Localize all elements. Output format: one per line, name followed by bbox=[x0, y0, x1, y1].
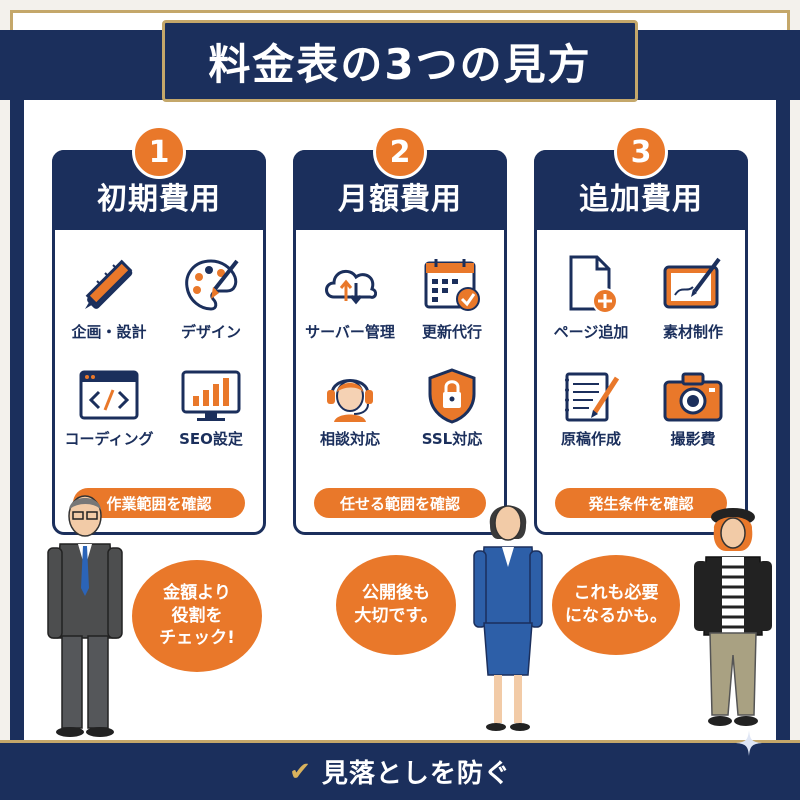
item-design: デザイン bbox=[161, 253, 261, 342]
confirm-conditions-button[interactable]: 発生条件を確認 bbox=[555, 488, 727, 518]
page-add-icon bbox=[569, 255, 618, 314]
item-seo: SEO設定 bbox=[161, 368, 261, 449]
item-label: SSL対応 bbox=[421, 430, 483, 448]
confirm-delegation-button[interactable]: 任せる範囲を確認 bbox=[314, 488, 486, 518]
item-label: 相談対応 bbox=[319, 430, 380, 448]
shield-lock-icon bbox=[428, 368, 476, 424]
card-monthly-cost: 月額費用 2 サーバー管理 更新代行 bbox=[293, 125, 507, 535]
bubble-line: これも必要 bbox=[573, 583, 659, 604]
camera-icon bbox=[663, 372, 723, 422]
bubble-line: 役割を bbox=[171, 605, 223, 626]
item-label: 原稿作成 bbox=[560, 430, 621, 448]
page-title: 料金表の3つの見方 bbox=[162, 20, 638, 102]
businessman-illustration bbox=[47, 495, 123, 737]
bubble-line: チェック! bbox=[159, 628, 235, 649]
item-update: 更新代行 bbox=[402, 253, 502, 342]
cloud-sync-icon bbox=[325, 269, 378, 305]
footer-text: 見落としを防ぐ bbox=[321, 759, 511, 789]
headset-operator-icon bbox=[327, 379, 373, 422]
bubble-line: 公開後も bbox=[362, 583, 430, 604]
item-label: コーディング bbox=[64, 430, 154, 448]
speech-bubble-center: 公開後も 大切です。 bbox=[336, 555, 456, 655]
speech-bubble-left: 金額より 役割を チェック! bbox=[132, 560, 262, 672]
item-server: サーバー管理 bbox=[300, 253, 400, 342]
card-additional-cost: 追加費用 3 ページ追加 素材制作 bbox=[534, 125, 748, 535]
item-consult: 相談対応 bbox=[300, 368, 400, 449]
bubble-line: 大切です。 bbox=[354, 606, 438, 626]
number-badge: 1 bbox=[132, 125, 186, 179]
calendar-check-icon bbox=[424, 259, 480, 311]
sparkle-icon bbox=[736, 730, 762, 756]
confirm-scope-button[interactable]: 作業範囲を確認 bbox=[73, 488, 245, 518]
palette-icon bbox=[185, 259, 239, 311]
item-label: 撮影費 bbox=[670, 430, 716, 448]
number-badge: 3 bbox=[614, 125, 668, 179]
footer-banner: ✔ 見落としを防ぐ bbox=[0, 740, 800, 800]
businesswoman-illustration bbox=[473, 505, 543, 731]
notepad-pen-icon bbox=[565, 372, 620, 422]
code-window-icon bbox=[79, 370, 139, 420]
card-heading: 追加費用 bbox=[534, 150, 748, 230]
item-ssl: SSL対応 bbox=[402, 368, 502, 449]
pencil-ruler-icon bbox=[85, 259, 133, 309]
item-label: SEO設定 bbox=[179, 430, 243, 448]
item-label: デザイン bbox=[180, 323, 241, 341]
item-label: 企画・設計 bbox=[71, 323, 147, 341]
tablet-pen-icon bbox=[663, 257, 721, 309]
left-stripe bbox=[10, 100, 24, 740]
number-badge: 2 bbox=[373, 125, 427, 179]
item-coding: コーディング bbox=[59, 368, 159, 449]
bubble-line: 金額より bbox=[163, 582, 231, 603]
item-label: ページ追加 bbox=[553, 323, 629, 341]
item-label: 素材制作 bbox=[662, 323, 723, 341]
speech-bubble-right: これも必要 になるかも。 bbox=[552, 555, 680, 655]
check-icon: ✔ bbox=[289, 756, 312, 787]
bubble-line: になるかも。 bbox=[565, 606, 667, 626]
item-planning: 企画・設計 bbox=[59, 253, 159, 342]
right-stripe bbox=[776, 100, 790, 740]
item-photography: 撮影費 bbox=[643, 368, 743, 449]
casual-woman-illustration bbox=[694, 508, 772, 726]
card-initial-cost: 初期費用 1 企画・設計 デザイン bbox=[52, 125, 266, 535]
item-label: サーバー管理 bbox=[305, 323, 395, 341]
item-label: 更新代行 bbox=[421, 323, 482, 341]
bar-chart-monitor-icon bbox=[181, 370, 241, 421]
item-material: 素材制作 bbox=[643, 253, 743, 342]
item-manuscript: 原稿作成 bbox=[541, 368, 641, 449]
item-add-page: ページ追加 bbox=[541, 253, 641, 342]
